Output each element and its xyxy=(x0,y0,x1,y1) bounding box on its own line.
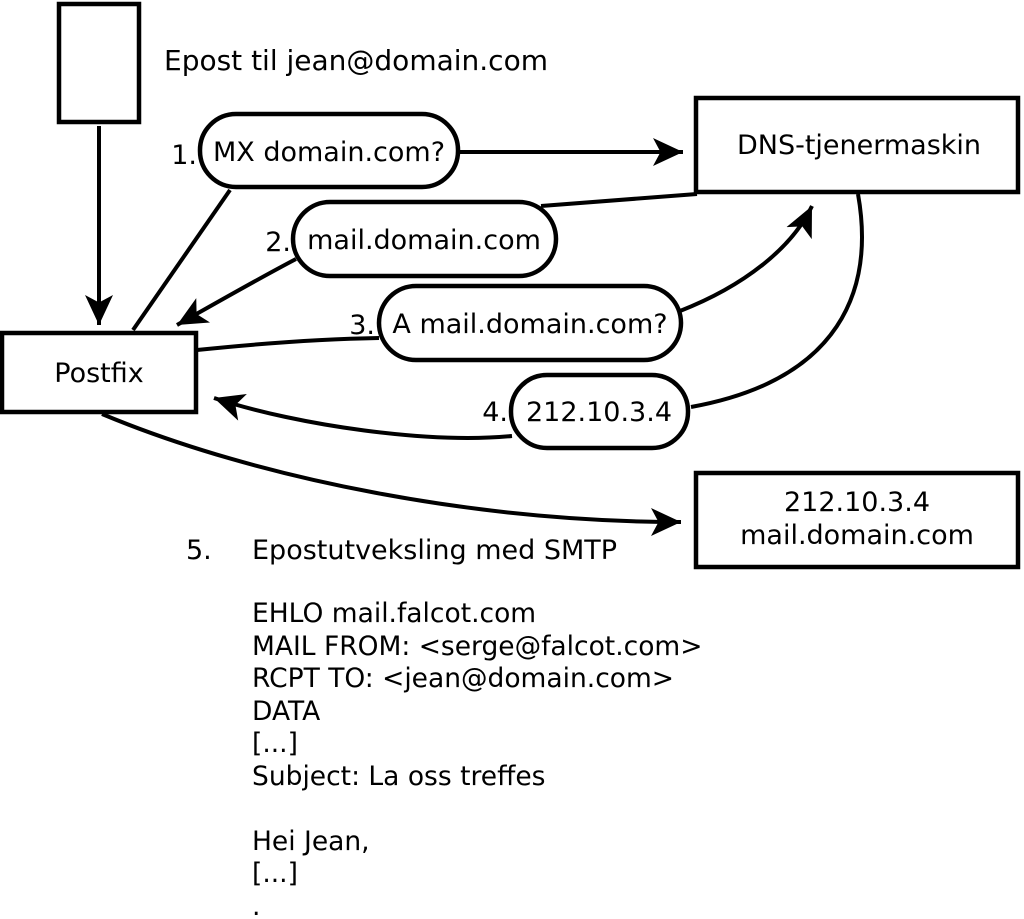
step-3-number: 3. xyxy=(349,310,375,341)
postfix-box xyxy=(0,330,199,415)
mail-server-ip-label: 212.10.3.4 xyxy=(784,487,930,518)
step-3-label: A mail.domain.com? xyxy=(392,309,667,340)
email-message-icon xyxy=(56,1,142,125)
line-dns-to-reply4 xyxy=(690,193,864,409)
reply-bubble-4 xyxy=(508,372,691,451)
mail-server-box xyxy=(693,470,1021,570)
line-dns-to-reply2 xyxy=(540,192,698,208)
arrow-postfix-to-mailserver xyxy=(101,412,682,536)
arrow-reply4-to-postfix xyxy=(213,393,513,440)
arrow-reply2-to-postfix xyxy=(176,257,297,327)
dns-server-box xyxy=(693,95,1021,195)
step-1-label: MX domain.com? xyxy=(213,137,445,168)
smtp-session-text: EHLO mail.falcot.com MAIL FROM: <serge@f… xyxy=(252,598,703,919)
line-postfix-to-query3 xyxy=(196,336,380,352)
mail-server-host-label: mail.domain.com xyxy=(740,520,974,551)
step-2-label: mail.domain.com xyxy=(307,225,541,256)
diagram-title: Epost til jean@domain.com xyxy=(164,44,548,77)
step-5-number: 5. xyxy=(186,535,212,566)
postfix-label: Postfix xyxy=(54,358,143,389)
reply-bubble-2 xyxy=(290,199,559,279)
step-4-label: 212.10.3.4 xyxy=(526,397,672,428)
step-5-label: Epostutveksling med SMTP xyxy=(252,535,617,566)
step-4-number: 4. xyxy=(482,397,508,428)
line-postfix-to-query1 xyxy=(131,188,232,332)
arrow-query3-to-dns xyxy=(679,205,814,313)
dns-server-label: DNS-tjenermaskin xyxy=(737,130,981,161)
query-bubble-3 xyxy=(376,283,684,363)
step-1-number: 1. xyxy=(171,140,197,171)
query-bubble-1 xyxy=(197,111,461,190)
step-2-number: 2. xyxy=(265,227,291,258)
